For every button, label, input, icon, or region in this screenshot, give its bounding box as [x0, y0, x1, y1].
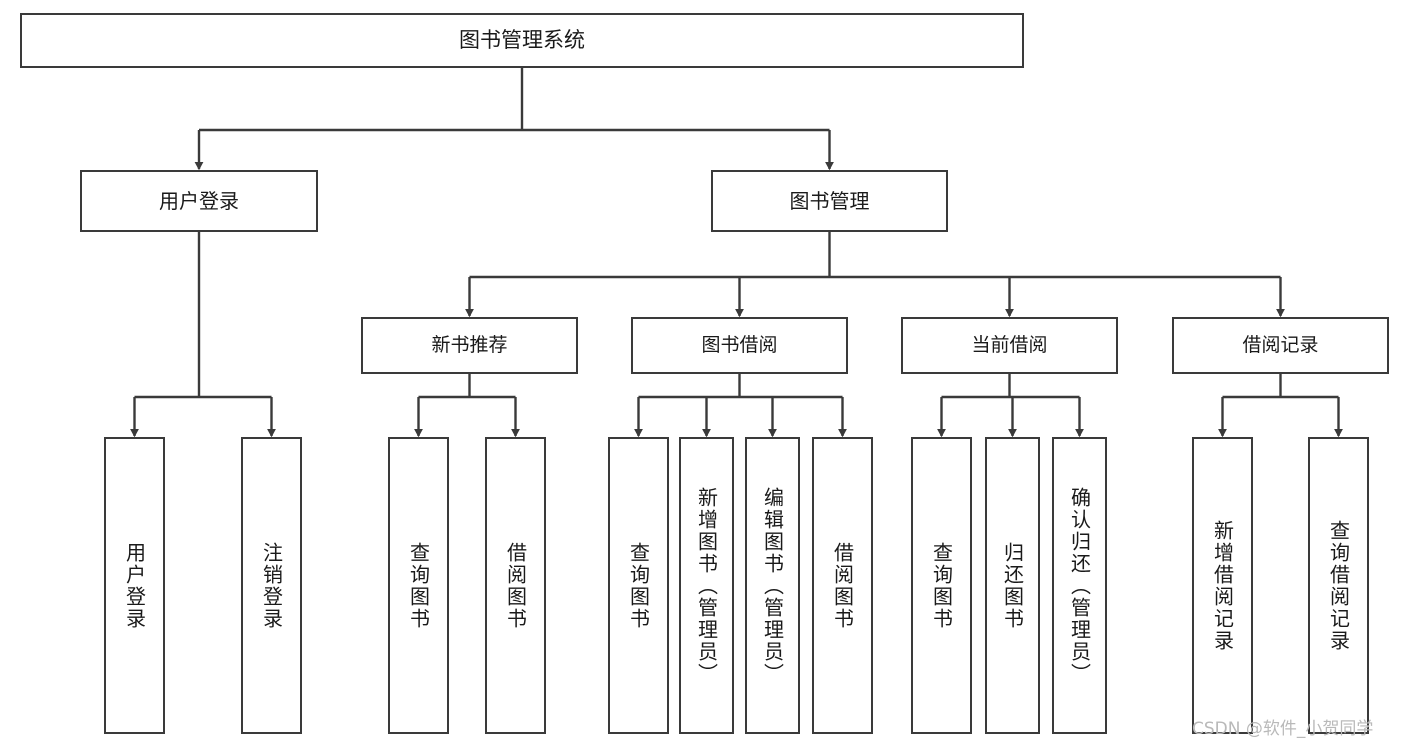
node-leaf_add_book[interactable]: 新增图书（管理员）	[679, 437, 734, 734]
node-leaf_user_logout-label: 注销登录	[259, 541, 284, 630]
watermark-text: CSDN @软件_小贺同学	[1192, 719, 1374, 739]
node-leaf_confirm_return-label: 确认归还（管理员）	[1067, 486, 1092, 685]
node-leaf_query_record[interactable]: 查询借阅记录	[1308, 437, 1369, 734]
node-root-label: 图书管理系统	[459, 27, 585, 52]
node-leaf_user_logout[interactable]: 注销登录	[241, 437, 302, 734]
node-leaf_query_book_2[interactable]: 查询图书	[608, 437, 669, 734]
node-new_book_rec-label: 新书推荐	[431, 333, 508, 356]
node-leaf_borrow_book_1[interactable]: 借阅图书	[485, 437, 546, 734]
node-leaf_user_login[interactable]: 用户登录	[104, 437, 165, 734]
node-root[interactable]: 图书管理系统	[20, 13, 1024, 68]
node-leaf_query_book_2-label: 查询图书	[626, 541, 651, 630]
node-leaf_edit_book-label: 编辑图书（管理员）	[760, 486, 785, 685]
node-leaf_confirm_return[interactable]: 确认归还（管理员）	[1052, 437, 1107, 734]
node-book_manage-label: 图书管理	[789, 188, 870, 213]
node-borrow_record[interactable]: 借阅记录	[1172, 317, 1389, 374]
node-book_manage[interactable]: 图书管理	[711, 170, 948, 232]
node-leaf_borrow_book_1-label: 借阅图书	[503, 541, 528, 630]
node-book_borrow-label: 图书借阅	[701, 333, 778, 356]
node-leaf_query_book_1[interactable]: 查询图书	[388, 437, 449, 734]
node-leaf_edit_book[interactable]: 编辑图书（管理员）	[745, 437, 800, 734]
node-leaf_query_record-label: 查询借阅记录	[1326, 519, 1351, 652]
node-leaf_query_book_3[interactable]: 查询图书	[911, 437, 972, 734]
node-current_borrow[interactable]: 当前借阅	[901, 317, 1118, 374]
node-leaf_query_book_3-label: 查询图书	[929, 541, 954, 630]
node-leaf_user_login-label: 用户登录	[122, 541, 147, 630]
node-new_book_rec[interactable]: 新书推荐	[361, 317, 578, 374]
node-borrow_record-label: 借阅记录	[1242, 333, 1319, 356]
node-leaf_return_book[interactable]: 归还图书	[985, 437, 1040, 734]
node-leaf_add_record-label: 新增借阅记录	[1210, 519, 1235, 652]
node-leaf_add_record[interactable]: 新增借阅记录	[1192, 437, 1253, 734]
node-leaf_borrow_book_2-label: 借阅图书	[830, 541, 855, 630]
node-leaf_return_book-label: 归还图书	[1000, 541, 1025, 630]
node-user_login[interactable]: 用户登录	[80, 170, 318, 232]
node-book_borrow[interactable]: 图书借阅	[631, 317, 848, 374]
node-leaf_add_book-label: 新增图书（管理员）	[694, 486, 719, 685]
node-user_login-label: 用户登录	[159, 188, 239, 213]
node-leaf_query_book_1-label: 查询图书	[406, 541, 431, 630]
node-leaf_borrow_book_2[interactable]: 借阅图书	[812, 437, 873, 734]
connector-group	[130, 68, 1343, 438]
node-current_borrow-label: 当前借阅	[971, 333, 1048, 356]
